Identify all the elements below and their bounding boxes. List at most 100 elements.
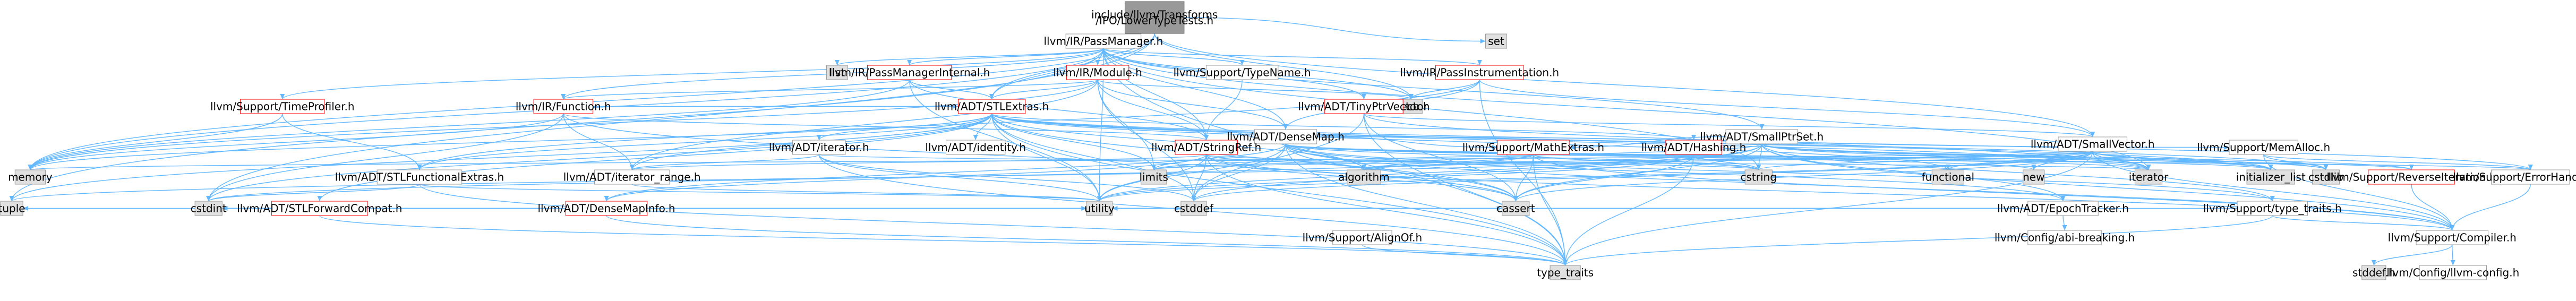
node-pass-manager[interactable]: llvm/IR/PassManager.h: [1044, 33, 1163, 49]
edge-ir_module-to-densemap: [1097, 79, 1288, 130]
edge-smallptrset-to-limits: [1151, 143, 1762, 170]
node-llvm-config-label: llvm/Config/llvm-config.h: [2386, 266, 2519, 279]
node-ir-module[interactable]: llvm/IR/Module.h: [1053, 65, 1142, 80]
edge-ir_module-to-stringref: [1097, 79, 1209, 141]
edge-smallvector-to-utility: [1097, 151, 2093, 202]
node-type-traits: type_traits: [1537, 265, 1594, 280]
node-hashing-label: llvm/ADT/Hashing.h: [1641, 141, 1747, 154]
node-pm-internal[interactable]: llvm/IR/PassManagerInternal.h: [829, 65, 990, 80]
node-abi-breaking[interactable]: llvm/Config/abi-breaking.h: [1995, 230, 2135, 245]
node-reverse-iter[interactable]: llvm/Support/ReverseIteration.h: [2326, 169, 2496, 185]
node-smallptrset[interactable]: llvm/ADT/SmallPtrSet.h: [1700, 129, 1824, 144]
node-errorhandling-box: [2491, 169, 2570, 185]
node-densemapinfo-label: llvm/ADT/DenseMapInfo.h: [538, 202, 675, 215]
edge-densemap-to-new: [1285, 143, 2036, 170]
node-memalloc-box: [2229, 140, 2298, 155]
node-new: new: [2023, 169, 2045, 185]
header-nodes: include/llvm/Transforms/IPO/LowerTypeTes…: [0, 1, 2576, 280]
node-iterator: iterator: [2129, 169, 2169, 185]
node-root[interactable]: include/llvm/Transforms/IPO/LowerTypeTes…: [1091, 1, 1218, 34]
edge-pass_manager-to-pass_instr: [1103, 48, 1482, 66]
node-type-traits-h[interactable]: llvm/Support/type_traits.h: [2203, 201, 2342, 216]
node-epoch-box: [2027, 201, 2099, 216]
edge-root-to-smallvector: [1154, 33, 2095, 137]
node-densemapinfo[interactable]: llvm/ADT/DenseMapInfo.h: [538, 201, 675, 216]
node-cstddef-box: [1180, 201, 1207, 216]
node-type-traits-label: type_traits: [1537, 266, 1594, 279]
edge-stl_extras-to-hashing: [991, 113, 1696, 141]
node-densemap[interactable]: llvm/ADT/DenseMap.h: [1227, 129, 1345, 144]
edge-hashing-to-errorhandling: [1693, 154, 2532, 170]
edge-type_traits_h-to-type_traits: [1563, 215, 2273, 266]
edge-pass_instr-to-vector: [1408, 79, 1480, 100]
node-type-traits-box: [1550, 265, 1581, 280]
node-iterator-range[interactable]: llvm/ADT/iterator_range.h: [563, 169, 701, 185]
edge-epoch-to-abi_breaking: [2062, 215, 2067, 231]
node-llvm-config[interactable]: llvm/Config/llvm-config.h: [2386, 265, 2519, 280]
edge-ir_module-to-ir_function: [561, 79, 1098, 100]
node-alignof-box: [1332, 230, 1392, 245]
node-cstring-label: cstring: [1741, 171, 1777, 184]
edge-stl_extras-to-utility: [991, 113, 1102, 202]
node-tuple-box: [0, 201, 23, 216]
node-memory: memory: [8, 169, 53, 185]
node-utility: utility: [1084, 201, 1115, 216]
node-hashing[interactable]: llvm/ADT/Hashing.h: [1641, 140, 1747, 155]
edge-hashing-to-utility: [1097, 154, 1694, 202]
edge-pass_manager-to-list: [835, 48, 1104, 66]
node-stl-funcext[interactable]: llvm/ADT/STLFunctionalExtras.h: [335, 169, 504, 185]
edge-stl_extras-to-stl_funcext: [417, 113, 992, 170]
node-adt-iterator[interactable]: llvm/ADT/iterator.h: [769, 140, 869, 155]
edge-stl_extras-to-memory: [28, 113, 992, 170]
edge-densemap-to-epoch: [1285, 143, 2066, 202]
edge-iterator_range-to-utility: [631, 184, 1102, 202]
edge-stl_funcext-to-type_traits: [419, 184, 1568, 266]
node-cstddef: cstddef: [1174, 201, 1214, 216]
node-list: list: [826, 65, 848, 80]
node-new-box: [2023, 169, 2045, 185]
edge-hashing-to-cassert: [1513, 154, 1694, 202]
node-errorhandling[interactable]: llvm/Support/ErrorHandling.h: [2453, 169, 2576, 185]
edge-pass_manager-to-type_name: [1103, 48, 1245, 66]
node-epoch-label: llvm/ADT/EpochTracker.h: [1997, 202, 2129, 215]
node-stringref[interactable]: llvm/ADT/StringRef.h: [1151, 140, 1261, 155]
edge-densemap-to-type_traits: [1285, 143, 1568, 266]
node-adt-iterator-box: [792, 140, 846, 155]
node-alignof[interactable]: llvm/Support/AlignOf.h: [1303, 230, 1423, 245]
node-densemap-label: llvm/ADT/DenseMap.h: [1227, 131, 1345, 143]
node-stl-extras-box: [957, 99, 1026, 114]
edge-smallptrset-to-utility: [1097, 143, 1762, 202]
edge-compiler-to-stddef: [2371, 244, 2453, 266]
node-compiler-label: llvm/Support/Compiler.h: [2388, 231, 2517, 244]
node-compiler[interactable]: llvm/Support/Compiler.h: [2388, 230, 2517, 245]
edge-pass_manager-to-type_traits: [1103, 48, 1568, 266]
node-pass-instr[interactable]: llvm/IR/PassInstrumentation.h: [1400, 65, 1560, 80]
node-errorhandling-label: llvm/Support/ErrorHandling.h: [2453, 171, 2576, 184]
dependency-edges: [9, 17, 2533, 266]
node-mathextras[interactable]: llvm/Support/MathExtras.h: [1462, 140, 1604, 155]
node-cstdlib-label: cstdlib: [2308, 171, 2343, 184]
node-time-profiler-box: [240, 99, 325, 114]
node-tinyptr[interactable]: llvm/ADT/TinyPtrVector.h: [1298, 99, 1430, 114]
edge-smallptrset-to-initializer_list: [1761, 143, 2273, 170]
node-stl-forward[interactable]: llvm/ADT/STLForwardCompat.h: [237, 201, 402, 216]
node-stl-extras[interactable]: llvm/ADT/STLExtras.h: [935, 99, 1049, 114]
node-densemap-box: [1254, 129, 1317, 144]
edge-smallvector-to-limits: [1152, 151, 2093, 170]
node-type-name-box: [1205, 65, 1279, 80]
node-time-profiler[interactable]: llvm/Support/TimeProfiler.h: [210, 99, 355, 114]
node-vector-box: [1399, 99, 1423, 114]
node-pm-internal-box: [867, 65, 952, 80]
edge-hashing-to-cstring: [1693, 154, 1761, 170]
edge-stl_funcext-to-utility: [419, 184, 1102, 202]
node-type-name[interactable]: llvm/Support/TypeName.h: [1174, 65, 1311, 80]
node-memalloc[interactable]: llvm/Support/MemAlloc.h: [2197, 140, 2330, 155]
node-utility-box: [1086, 201, 1112, 216]
node-epoch[interactable]: llvm/ADT/EpochTracker.h: [1997, 201, 2129, 216]
node-ir-function[interactable]: llvm/IR/Function.h: [516, 99, 611, 114]
node-utility-label: utility: [1084, 202, 1115, 215]
node-adt-identity[interactable]: llvm/ADT/identity.h: [925, 140, 1026, 155]
node-iterator-label: iterator: [2129, 171, 2169, 184]
node-smallvector[interactable]: llvm/ADT/SmallVector.h: [2031, 136, 2155, 152]
edge-ir_module-to-iterator_range: [629, 79, 1098, 170]
